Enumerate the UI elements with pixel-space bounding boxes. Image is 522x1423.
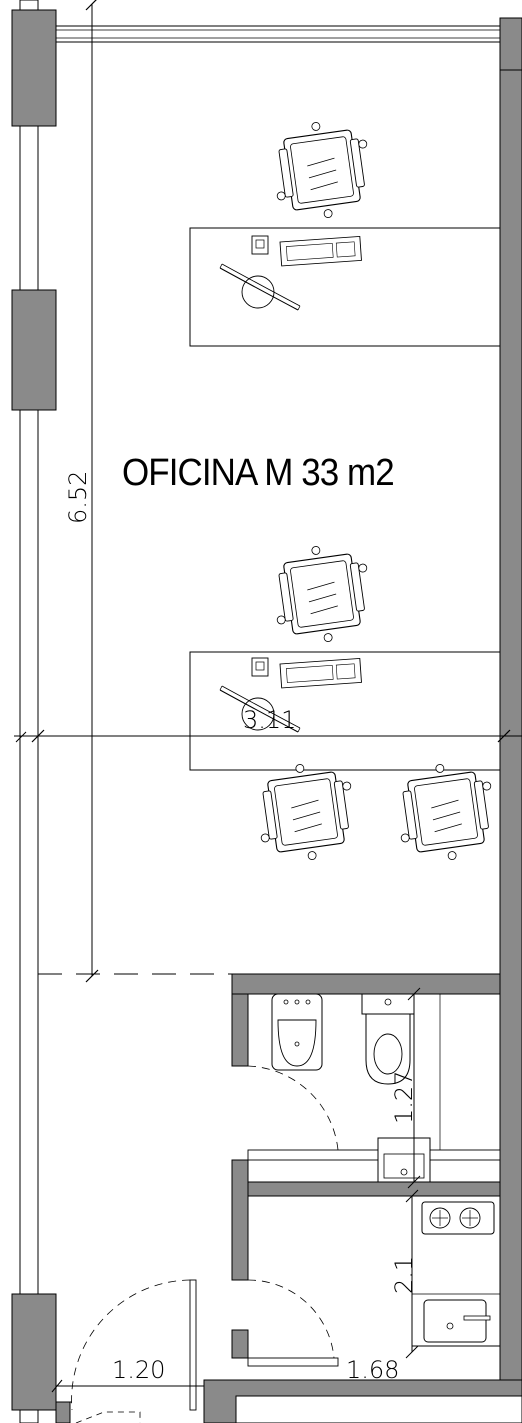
dimension-kitchen-width: 1.68 bbox=[346, 1356, 400, 1384]
dimension-kitchen-depth: 2.1 bbox=[390, 1255, 418, 1294]
dimension-bath-depth: 1.27 bbox=[390, 1070, 418, 1124]
dimension-width-main: 3.11 bbox=[243, 706, 297, 734]
room-label: OFICINA M 33 m2 bbox=[122, 452, 395, 494]
dimension-hall-width: 1.20 bbox=[112, 1356, 166, 1384]
dimension-height-main: 6.52 bbox=[64, 470, 92, 524]
